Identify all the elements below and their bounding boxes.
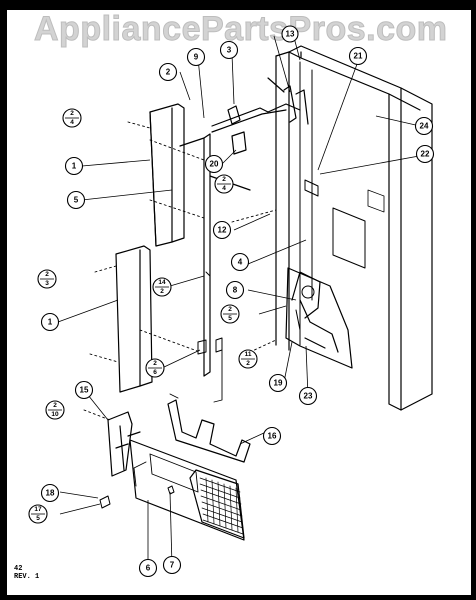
lower-side-panel xyxy=(115,245,153,393)
svg-text:5: 5 xyxy=(228,315,232,322)
callout-12: 12 xyxy=(212,220,232,240)
callout-20: 20 xyxy=(204,154,224,174)
svg-text:22: 22 xyxy=(421,150,430,159)
svg-text:4: 4 xyxy=(238,258,243,267)
svg-text:24: 24 xyxy=(420,122,429,131)
svg-text:20: 20 xyxy=(210,160,219,169)
svg-text:5: 5 xyxy=(74,196,79,205)
svg-text:8: 8 xyxy=(233,286,238,295)
svg-text:21: 21 xyxy=(354,52,363,61)
svg-text:17: 17 xyxy=(34,506,42,513)
callout-2-over-4-upper: 2 4 xyxy=(62,108,82,128)
callout-2-over-10: 2 10 xyxy=(45,400,65,420)
svg-text:18: 18 xyxy=(46,489,55,498)
callout-7: 7 xyxy=(162,555,182,575)
callout-5: 5 xyxy=(66,190,86,210)
callout-21: 21 xyxy=(348,46,368,66)
svg-text:2: 2 xyxy=(153,360,157,367)
svg-text:12: 12 xyxy=(218,226,227,235)
top-tubing xyxy=(211,77,309,155)
compressor-compartment xyxy=(285,267,353,369)
svg-text:6: 6 xyxy=(146,564,151,573)
callout-2-over-3: 2 3 xyxy=(37,269,57,289)
svg-text:2: 2 xyxy=(166,68,171,77)
callout-19: 19 xyxy=(268,373,288,393)
callout-9: 9 xyxy=(186,47,206,67)
svg-text:10: 10 xyxy=(51,411,59,418)
svg-text:2: 2 xyxy=(53,402,57,409)
svg-text:19: 19 xyxy=(274,379,283,388)
cabinet-back-wall xyxy=(275,45,433,411)
svg-text:2: 2 xyxy=(45,271,49,278)
callout-1-lower: 1 xyxy=(40,312,60,332)
callout-14-over-2: 14 2 xyxy=(152,277,172,297)
svg-text:4: 4 xyxy=(70,119,74,126)
svg-text:2: 2 xyxy=(228,306,232,313)
svg-text:11: 11 xyxy=(245,351,252,358)
callout-22: 22 xyxy=(415,144,435,164)
svg-text:2: 2 xyxy=(246,360,250,367)
svg-text:5: 5 xyxy=(36,515,40,522)
svg-text:13: 13 xyxy=(286,30,295,39)
callout-15: 15 xyxy=(74,380,94,400)
callout-2: 2 xyxy=(158,62,178,82)
svg-text:14: 14 xyxy=(158,279,166,286)
svg-text:6: 6 xyxy=(153,369,157,376)
upper-side-panel xyxy=(149,103,185,247)
revision-label: REV. 1 xyxy=(14,573,40,581)
svg-text:9: 9 xyxy=(194,53,199,62)
svg-text:3: 3 xyxy=(45,280,49,287)
callout-8: 8 xyxy=(225,280,245,300)
lower-channel xyxy=(167,399,251,463)
svg-text:2: 2 xyxy=(70,110,74,117)
callout-16: 16 xyxy=(262,426,282,446)
callout-17-over-5: 17 5 xyxy=(28,504,48,524)
grille-panel xyxy=(129,439,245,541)
svg-text:3: 3 xyxy=(227,46,232,55)
callout-18: 18 xyxy=(40,483,60,503)
callout-23: 23 xyxy=(298,386,318,406)
watermark: AppliancePartsPros.com xyxy=(34,10,448,49)
svg-text:2: 2 xyxy=(160,288,164,295)
callout-2-over-5: 2 5 xyxy=(220,304,240,324)
svg-text:2: 2 xyxy=(222,176,226,183)
callout-2-over-4-middle: 2 4 xyxy=(214,174,234,194)
callout-11-over-2: 11 2 xyxy=(238,349,258,369)
svg-text:1: 1 xyxy=(48,318,53,327)
svg-text:4: 4 xyxy=(222,185,226,192)
callout-3: 3 xyxy=(219,40,239,60)
page-number: 42 xyxy=(14,565,23,573)
callout-13: 13 xyxy=(281,25,299,43)
svg-text:23: 23 xyxy=(304,392,313,401)
callout-1-upper: 1 xyxy=(64,156,84,176)
page-footer: 42 REV. 1 xyxy=(14,565,39,581)
callout-6: 6 xyxy=(138,558,158,578)
callout-2-over-6: 2 6 xyxy=(145,358,165,378)
svg-text:7: 7 xyxy=(170,561,175,570)
callout-24: 24 xyxy=(414,116,434,136)
svg-text:15: 15 xyxy=(80,386,89,395)
bracket-15 xyxy=(107,411,141,477)
svg-text:1: 1 xyxy=(72,162,77,171)
svg-text:16: 16 xyxy=(268,432,277,441)
callout-4: 4 xyxy=(230,252,250,272)
